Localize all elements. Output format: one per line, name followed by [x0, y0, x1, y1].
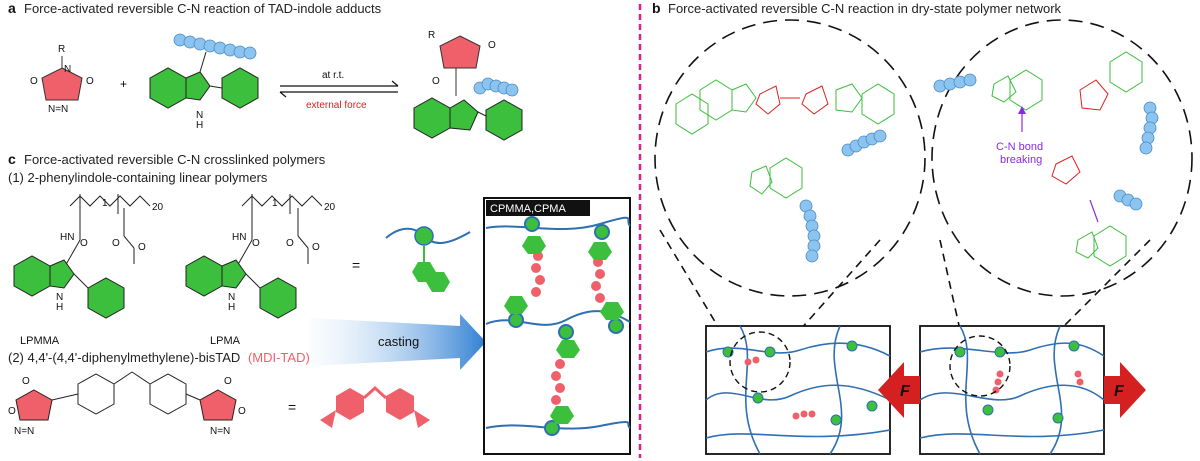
mdi-tad-schematic [320, 385, 430, 428]
polymer-schematic [385, 226, 471, 292]
casting-arrow [310, 314, 486, 370]
svg-text:O: O [488, 40, 496, 51]
svg-text:N=N: N=N [48, 104, 68, 115]
lpma-sub-1: 1 [272, 198, 278, 209]
svg-text:O: O [112, 238, 120, 249]
svg-text:O: O [224, 376, 232, 387]
equals-sign-1: = [352, 257, 360, 273]
svg-text:O: O [238, 406, 246, 417]
svg-text:O: O [8, 406, 16, 417]
svg-text:O: O [138, 242, 146, 253]
lpma-label: LPMA [210, 335, 241, 347]
svg-text:H: H [228, 302, 235, 313]
panel-c-sub2: (2) 4,4'-(4,4'-diphenylmethylene)-bisTAD… [8, 350, 310, 365]
panel-b: b Force-activated reversible C-N reactio… [652, 0, 1193, 455]
crosslink-chemistry-left [675, 79, 895, 199]
sub2-prefix: (2) 4,4'-(4,4'-diphenylmethylene)-bisTAD [8, 350, 240, 365]
network-strands-relaxed [705, 325, 891, 455]
panel-a: a Force-activated reversible C-N reactio… [8, 0, 523, 141]
bond-label-line1: C-N bond [996, 141, 1043, 153]
force-label-right: F [1114, 383, 1125, 400]
svg-text:O: O [80, 238, 88, 249]
casting-label: casting [378, 334, 419, 349]
lpmma-sub-1: 1 [102, 198, 108, 209]
force-label-left: F [900, 383, 911, 400]
crosslink-chemistry-right [991, 51, 1143, 267]
panel-c-sub1: (1) 2-phenylindole-containing linear pol… [8, 170, 268, 185]
svg-text:N=N: N=N [210, 426, 230, 437]
lpmma-structure [13, 194, 151, 319]
lpmma-label: LPMMA [20, 335, 60, 347]
svg-text:O: O [432, 76, 440, 87]
svg-text:O: O [286, 238, 294, 249]
tad-molecule: R N O O N=N [30, 44, 94, 115]
svg-text:O: O [312, 242, 320, 253]
svg-text:HN: HN [232, 232, 246, 243]
sub2-highlight: (MDI-TAD) [248, 350, 310, 365]
svg-text:HN: HN [60, 232, 74, 243]
zoom-lines [659, 229, 1151, 331]
svg-text:N: N [64, 64, 71, 75]
zoom-circle-relaxed [729, 331, 791, 393]
network-box-label: CPMMA,CPMA [490, 203, 566, 215]
svg-text:O: O [30, 76, 38, 87]
panel-b-title: Force-activated reversible C-N reaction … [668, 1, 1062, 16]
lpmma-sub-20: 20 [152, 202, 164, 213]
chain-beads-b2 [1113, 101, 1159, 211]
svg-text:N=N: N=N [14, 426, 34, 437]
mdi-tad-structure [15, 371, 237, 421]
panel-b-letter: b [652, 0, 661, 16]
polymer-chain-beads-product [473, 77, 519, 97]
panel-a-letter: a [8, 0, 16, 16]
crosslink-nodes-stretched [954, 340, 1084, 424]
arrow-label-rt: at r.t. [322, 70, 344, 81]
panel-c-title: Force-activated reversible C-N crosslink… [24, 152, 326, 167]
panel-a-title: Force-activated reversible C-N reaction … [24, 1, 382, 16]
lpma-structure [185, 194, 323, 319]
adduct-product: R O O [413, 30, 523, 141]
force-arrow-right: F [1104, 362, 1146, 418]
lpma-sub-20: 20 [324, 202, 336, 213]
zoom-ellipse-right [931, 19, 1193, 297]
svg-text:O: O [86, 76, 94, 87]
arrow-label-force: external force [306, 100, 367, 111]
network-strands-stretched [919, 325, 1105, 455]
panel-c: c Force-activated reversible C-N crossli… [8, 151, 631, 455]
equilibrium-arrows [279, 80, 399, 98]
indole-reactant: N H [149, 51, 259, 131]
zoom-circle-stretched [949, 335, 1011, 397]
svg-text:R: R [428, 30, 435, 41]
force-arrow-left: F [878, 362, 920, 418]
svg-text:R: R [58, 44, 65, 55]
svg-text:N: N [56, 292, 63, 303]
chain-beads-b1 [799, 73, 977, 263]
equals-sign-2: = [288, 399, 296, 415]
plus-sign: + [120, 77, 127, 91]
svg-text:N: N [228, 292, 235, 303]
bond-label-line2: breaking [1000, 154, 1042, 166]
zoom-ellipse-left [654, 19, 926, 297]
polymer-chain-beads-a [173, 33, 257, 60]
crosslinked-network-nodes [508, 216, 624, 436]
svg-text:H: H [196, 120, 203, 131]
panel-c-letter: c [8, 151, 16, 167]
svg-text:N: N [196, 110, 203, 121]
svg-text:H: H [56, 302, 63, 313]
svg-text:O: O [252, 238, 260, 249]
crosslink-indole-segments [504, 236, 624, 424]
svg-text:O: O [22, 376, 30, 387]
